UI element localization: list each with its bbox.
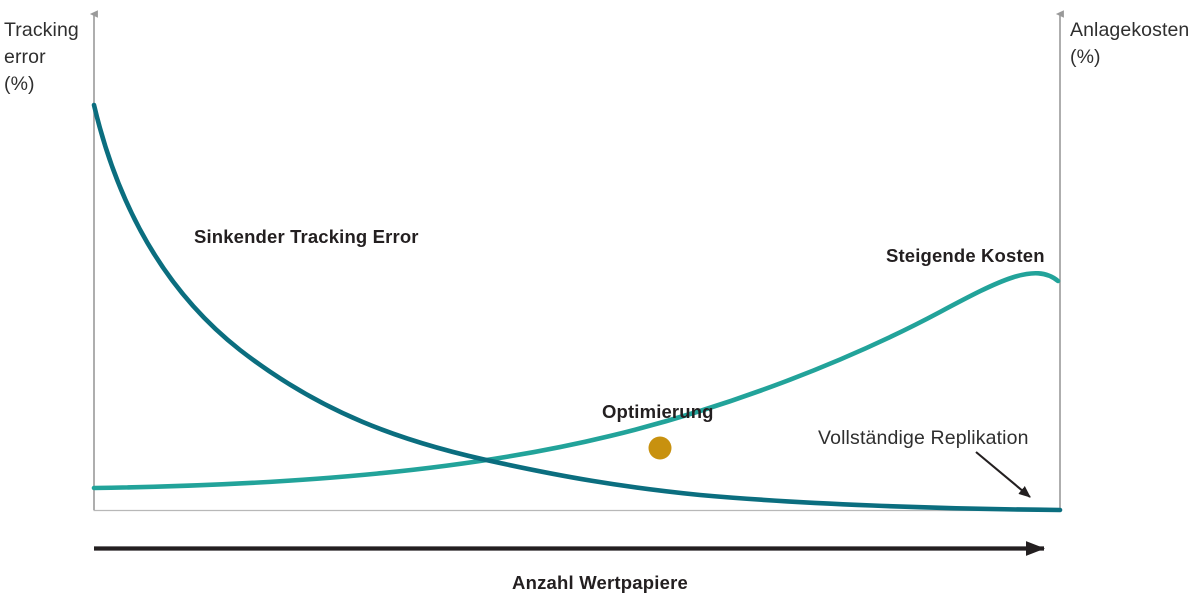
tracking-error-curve xyxy=(91,102,1063,513)
optimum-marker-dot xyxy=(648,436,672,460)
cost-curve xyxy=(91,271,1061,491)
y-axis-right-label: Anlagekosten (%) xyxy=(1070,19,1190,68)
optimum-marker-label: Optimierung xyxy=(602,401,714,422)
tracking-error-curve-label: Sinkender Tracking Error xyxy=(194,226,419,247)
full-replication-label: Vollständige Replikation xyxy=(818,427,1029,449)
x-axis-label: Anzahl Wertpapiere xyxy=(512,572,688,593)
cost-curve-label: Steigende Kosten xyxy=(886,245,1045,266)
y-axis-left-label: Tracking error (%) xyxy=(4,19,79,95)
full-replication-callout-arrow xyxy=(975,451,1031,498)
